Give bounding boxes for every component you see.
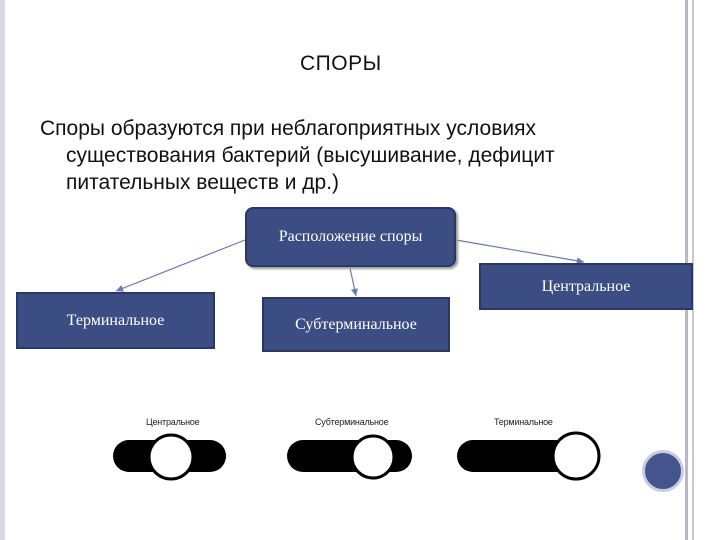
paragraph-line-3: питательных веществ и др.) xyxy=(66,171,340,194)
paragraph-line-1: Споры образуются при неблагоприятных усл… xyxy=(40,117,536,140)
illustration-label-central: Центральное xyxy=(146,417,200,427)
bacterium-subterminal-spore xyxy=(287,434,412,480)
bacterium-central-spore xyxy=(113,433,226,481)
branch-box-central: Центральное xyxy=(479,263,693,310)
bacterium-terminal-spore xyxy=(457,431,601,481)
illustration-label-terminal: Терминальное xyxy=(494,417,553,427)
arrow-to-subterminal xyxy=(349,267,359,297)
branch-box-terminal: Терминальное xyxy=(16,292,215,349)
slide-title: СПОРЫ xyxy=(300,52,382,75)
paragraph-line-2: существования бактерий (высушивание, деф… xyxy=(66,144,555,167)
arrow-to-central xyxy=(455,239,585,265)
decorative-circle xyxy=(642,450,684,492)
illustration-label-subterminal: Субтерминальное xyxy=(315,417,389,427)
diagram-root-box: Расположение споры xyxy=(245,207,456,267)
branch-box-subterminal: Субтерминальное xyxy=(262,297,450,352)
arrow-to-terminal xyxy=(115,239,246,292)
slide-right-rule-inner xyxy=(692,0,694,540)
slide-paragraph: Споры образуются при неблагоприятных усл… xyxy=(40,115,660,196)
slide-left-border xyxy=(0,0,5,540)
